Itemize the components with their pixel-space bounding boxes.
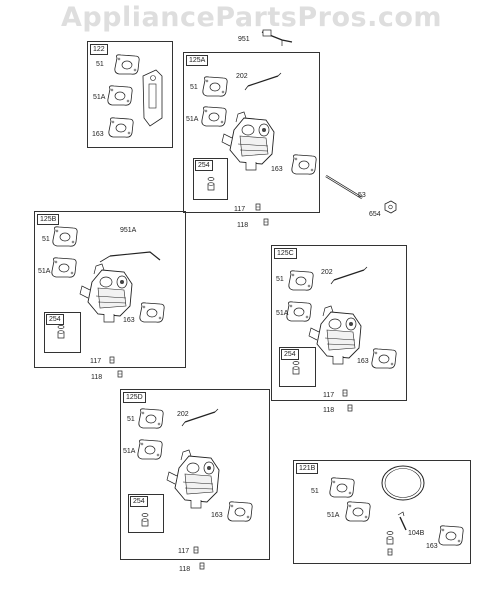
part-654-nut <box>384 200 397 214</box>
callout-117: 117 <box>90 358 102 365</box>
callout-118: 118 <box>323 407 335 414</box>
callout-118: 118 <box>179 566 191 573</box>
callout-951: 951 <box>238 36 250 43</box>
callout-51: 51 <box>311 488 319 495</box>
callout-51a: 51A <box>276 310 289 317</box>
callout-51a: 51A <box>38 268 51 275</box>
callout-51: 51 <box>96 61 104 68</box>
kit-box-125b: 254 <box>44 312 81 353</box>
site-watermark: AppliancePartsPros.com <box>60 2 443 33</box>
callout-118: 118 <box>237 222 249 229</box>
callout-202: 202 <box>177 411 189 418</box>
assembly-box-125d: 125D 254 <box>120 389 270 560</box>
callout-951a: 951A <box>120 227 137 234</box>
callout-202: 202 <box>236 73 248 80</box>
assembly-label: 125C <box>274 248 297 259</box>
callout-51: 51 <box>127 416 135 423</box>
kit-label: 254 <box>195 160 213 171</box>
part-o-ring-121b <box>381 465 425 501</box>
callout-163: 163 <box>271 166 283 173</box>
callout-118: 118 <box>91 374 103 381</box>
kit-label: 254 <box>46 314 64 325</box>
kit-label: 254 <box>130 496 148 507</box>
callout-654: 654 <box>369 211 381 218</box>
callout-163: 163 <box>426 543 438 550</box>
assembly-label: 125B <box>37 214 60 225</box>
assembly-label: 122 <box>90 44 108 55</box>
spacer-block-122 <box>142 69 163 127</box>
callout-117: 117 <box>234 206 246 213</box>
kit-box-125c: 254 <box>279 347 316 387</box>
part-118-bolt-125b <box>117 370 123 378</box>
callout-104b: 104B <box>408 530 425 537</box>
part-53-shaft <box>325 175 363 199</box>
kit-label: 254 <box>281 349 299 360</box>
callout-51a: 51A <box>186 116 199 123</box>
callout-51: 51 <box>190 84 198 91</box>
callout-163: 163 <box>357 358 369 365</box>
assembly-box-125a: 125A 254 <box>183 52 320 213</box>
part-118-bolt-125d <box>199 562 205 570</box>
assembly-label: 125A <box>186 55 209 66</box>
assembly-label: 125D <box>123 392 146 403</box>
callout-53: 53 <box>358 192 366 199</box>
kit-box-125a: 254 <box>193 158 228 200</box>
callout-51a: 51A <box>123 448 136 455</box>
callout-117: 117 <box>323 392 335 399</box>
callout-163: 163 <box>123 317 135 324</box>
kit-box-125d: 254 <box>128 494 164 533</box>
part-104b-pin-121b <box>397 511 407 531</box>
part-951a-link-125b <box>99 251 161 263</box>
part-118-bolt-125c <box>347 404 353 412</box>
assembly-box-125c: 125C 254 <box>271 245 407 401</box>
callout-163: 163 <box>92 131 104 138</box>
callout-51: 51 <box>42 236 50 243</box>
callout-202: 202 <box>321 269 333 276</box>
assembly-box-121b: 121B <box>293 460 471 564</box>
callout-163: 163 <box>211 512 223 519</box>
part-118-bolt-125a <box>263 218 269 226</box>
callout-51a: 51A <box>93 94 106 101</box>
part-951-throttle-link <box>261 29 293 46</box>
assembly-box-125b: 125B 254 <box>34 211 186 368</box>
assembly-label: 121B <box>296 463 319 474</box>
callout-51a: 51A <box>327 512 340 519</box>
callout-117: 117 <box>178 548 190 555</box>
callout-51: 51 <box>276 276 284 283</box>
assembly-box-122: 122 <box>87 41 173 148</box>
